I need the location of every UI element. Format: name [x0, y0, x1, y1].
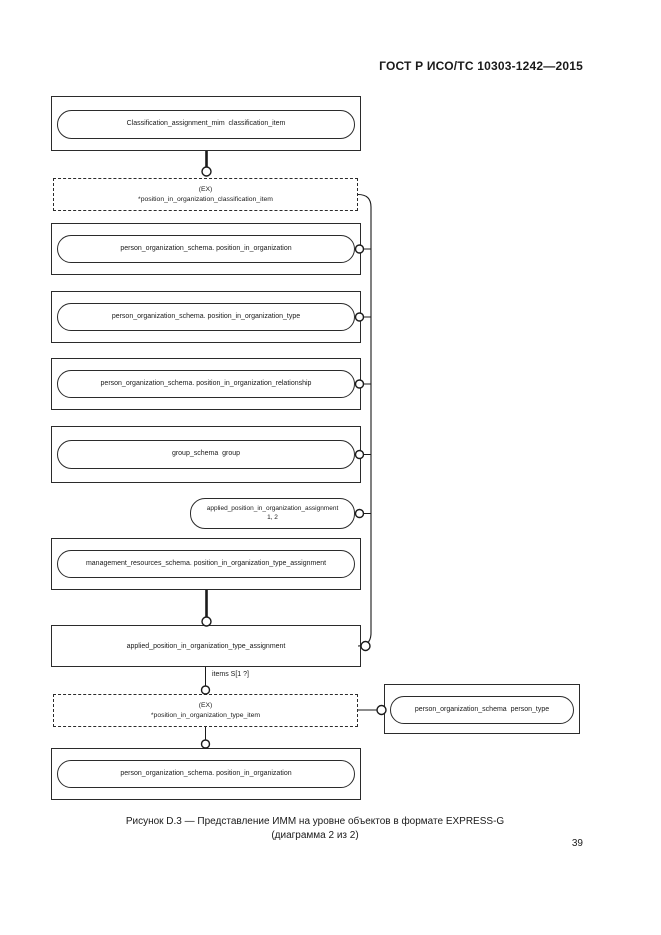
figure-caption-line1: Рисунок D.3 — Представление ИММ на уровн… — [125, 816, 505, 827]
node-applied-assignment: applied_position_in_organization_assignm… — [190, 498, 355, 529]
ex-type-name: *position_in_organization_classification… — [138, 195, 273, 203]
node-group: group_schema group — [57, 440, 355, 469]
applied-assignment-name: applied_position_in_organization_assignm… — [206, 505, 339, 513]
node-applied-type-assignment: applied_position_in_organization_type_as… — [51, 625, 361, 667]
node-position-in-organization-2: person_organization_schema. position_in_… — [57, 760, 355, 788]
page-number: 39 — [571, 838, 583, 849]
ex-label: (EX) — [198, 186, 213, 194]
node-mr-type-assignment: management_resources_schema. position_in… — [57, 550, 355, 578]
node-ex-type-item: (EX) *position_in_organization_type_item — [53, 694, 358, 727]
figure-caption-line2: (диаграмма 2 из 2) — [271, 829, 359, 841]
doc-number-header: ГОСТ Р ИСО/ТС 10303-1242—2015 — [379, 59, 583, 73]
node-ex-classification-item: (EX) *position_in_organization_classific… — [53, 178, 358, 211]
ex-label: (EX) — [198, 702, 213, 710]
ex-type-name: *position_in_organization_type_item — [150, 711, 261, 719]
applied-assignment-pages: 1, 2 — [267, 513, 278, 521]
node-position-in-organization-type: person_organization_schema. position_in_… — [57, 303, 355, 331]
node-position-in-organization-relationship: person_organization_schema. position_in_… — [57, 370, 355, 398]
edge-label-items: items S[1 ?] — [212, 671, 249, 678]
node-position-in-organization: person_organization_schema. position_in_… — [57, 235, 355, 263]
figure-caption: Рисунок D.3 — Представление ИММ на уровн… — [0, 815, 630, 842]
node-person-type: person_organization_schema person_type — [390, 696, 574, 724]
node-classification-assignment: Classification_assignment_mim classifica… — [57, 110, 355, 139]
